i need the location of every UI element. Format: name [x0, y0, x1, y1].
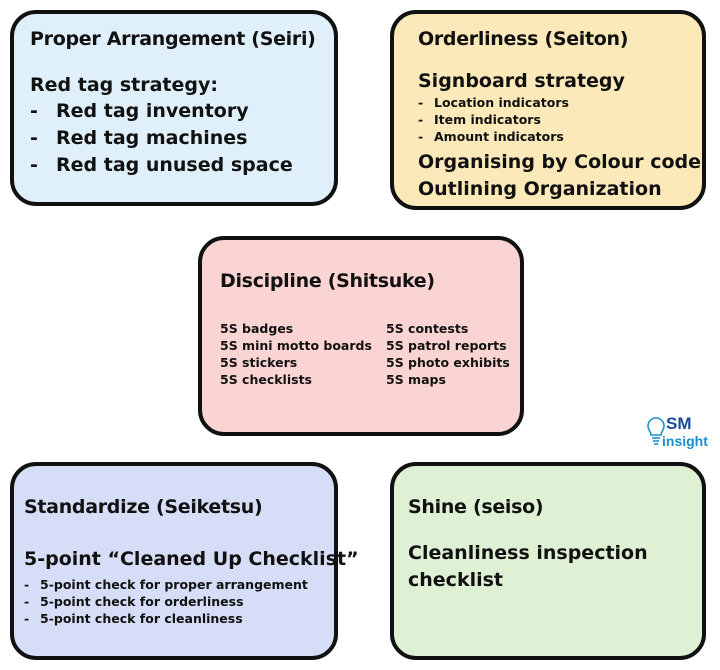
list-item: -Red tag machines	[30, 127, 248, 149]
seiton-line-colour: Organising by Colour code	[418, 151, 702, 173]
list-item: -Red tag unused space	[30, 154, 293, 176]
seiton-line-outlining: Outlining Organization	[418, 178, 662, 200]
list-item: 5S maps	[386, 372, 446, 387]
seiketsu-list: -5-point check for proper arrangement -5…	[24, 576, 308, 627]
list-item: -5-point check for proper arrangement	[24, 577, 308, 592]
seiri-title: Proper Arrangement (Seiri)	[30, 28, 316, 50]
seiri-list: -Red tag inventory -Red tag machines -Re…	[30, 98, 293, 179]
list-item: -Red tag inventory	[30, 100, 249, 122]
list-item: 5S badges	[220, 321, 294, 336]
list-item: 5S photo exhibits	[386, 355, 510, 370]
seiso-box: Shine (seiso) Cleanliness inspection che…	[390, 462, 706, 660]
seiri-heading: Red tag strategy:	[30, 74, 218, 96]
seiso-line-2: checklist	[408, 569, 503, 591]
seiton-title: Orderliness (Seiton)	[418, 28, 629, 50]
list-item: 5S checklists	[220, 372, 312, 387]
seiketsu-box: Standardize (Seiketsu) 5-point “Cleaned …	[10, 462, 359, 660]
list-item: 5S contests	[386, 321, 469, 336]
seiri-box: Proper Arrangement (Seiri) Red tag strat…	[10, 10, 338, 206]
seiso-line-1: Cleanliness inspection	[408, 542, 648, 564]
list-item: -Amount indicators	[418, 129, 564, 144]
lightbulb-icon	[647, 417, 665, 445]
seiton-heading: Signboard strategy	[418, 70, 625, 92]
shitsuke-col1: 5S badges 5S mini motto boards 5S sticke…	[220, 320, 372, 388]
seiketsu-title: Standardize (Seiketsu)	[24, 496, 263, 518]
list-item: -5-point check for orderliness	[24, 594, 244, 609]
list-item: 5S stickers	[220, 355, 298, 370]
list-item: -Location indicators	[418, 95, 569, 110]
list-item: 5S patrol reports	[386, 338, 507, 353]
seiton-sublist: -Location indicators -Item indicators -A…	[418, 94, 569, 145]
shitsuke-box: Discipline (Shitsuke) 5S badges 5S mini …	[198, 236, 524, 436]
logo-text-sm: SM	[666, 414, 692, 433]
logo-text-insight: insight	[662, 433, 708, 449]
sm-insight-logo: SM insight	[644, 412, 708, 456]
shitsuke-col2: 5S contests 5S patrol reports 5S photo e…	[386, 320, 510, 388]
shitsuke-title: Discipline (Shitsuke)	[220, 270, 435, 292]
list-item: -Item indicators	[418, 112, 541, 127]
seiketsu-heading: 5-point “Cleaned Up Checklist”	[24, 548, 359, 570]
seiso-title: Shine (seiso)	[408, 496, 544, 518]
list-item: -5-point check for cleanliness	[24, 611, 243, 626]
seiton-box: Orderliness (Seiton) Signboard strategy …	[390, 10, 706, 210]
list-item: 5S mini motto boards	[220, 338, 372, 353]
